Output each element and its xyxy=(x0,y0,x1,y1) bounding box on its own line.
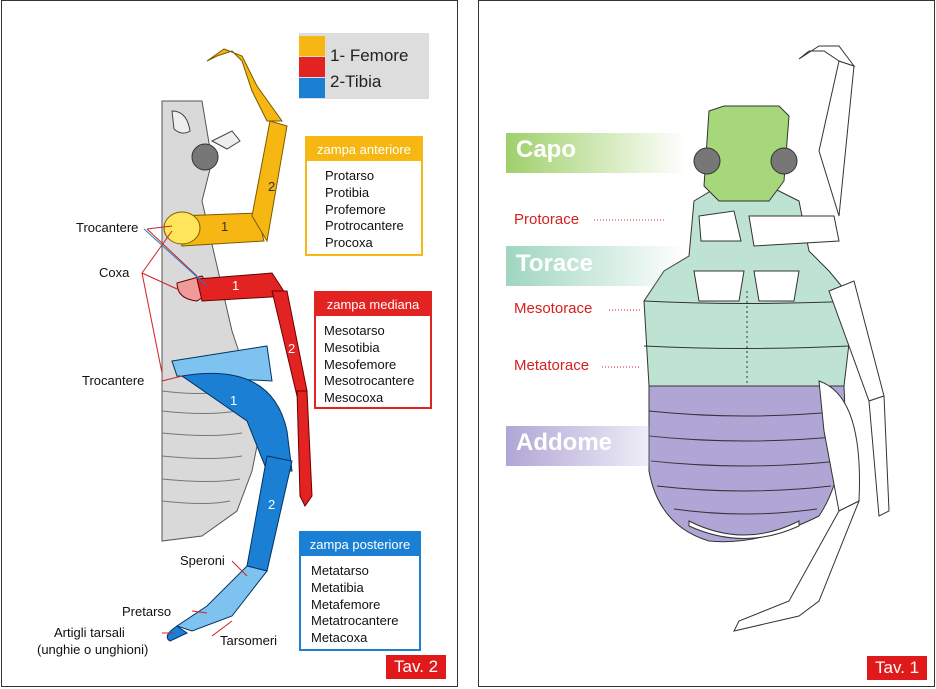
list-item: Profemore xyxy=(325,201,386,217)
hind-femur-number: 1 xyxy=(230,393,238,408)
list-item: Protarso xyxy=(325,168,375,183)
hind-tarsus xyxy=(733,499,860,632)
list-item: Mesotarso xyxy=(324,323,385,338)
abdomen-tip xyxy=(688,520,800,539)
legend-swatch-yellow xyxy=(299,36,325,56)
region-torace: Torace xyxy=(516,250,593,277)
hind-claw xyxy=(166,625,188,642)
front-tibia-right xyxy=(818,60,855,217)
list-item: Mesofemore xyxy=(324,356,397,372)
antenna xyxy=(210,130,241,150)
capo-band xyxy=(506,133,686,173)
list-item: Mesotibia xyxy=(324,339,380,355)
sublabel-mesotorace: Mesotorace xyxy=(514,300,593,317)
front-leg-left xyxy=(698,210,742,242)
front-leg-right xyxy=(748,215,840,247)
box-median-items: Mesotarso Mesotibia Mesofemore Mesotroca… xyxy=(324,323,428,407)
label-unghie: (unghie o unghioni) xyxy=(37,642,149,657)
list-item: Mesocoxa xyxy=(324,390,384,406)
label-trocantere-front: Trocantere xyxy=(76,220,139,235)
label-artigli: Artigli tarsali xyxy=(54,625,125,640)
list-item: Metacoxa xyxy=(311,630,368,646)
label-trocantere-hind: Trocantere xyxy=(82,373,145,388)
box-median: zampa mediana Mesotarso Mesotibia Mesofe… xyxy=(314,291,432,409)
list-item: Protrocantere xyxy=(325,218,404,234)
thorax-lines xyxy=(643,291,855,386)
panel-tav-2: 1- Femore 2-Tibia zampa anteriore Protar… xyxy=(1,0,458,687)
middle-tarsus xyxy=(296,390,313,507)
leader-lines xyxy=(141,225,248,637)
legend-label-femore: 1- Femore xyxy=(330,46,409,65)
front-femur-number: 1 xyxy=(221,219,229,234)
sublabel-metatorace: Metatorace xyxy=(514,357,590,374)
hind-leg xyxy=(166,345,293,642)
middle-tibia-number: 2 xyxy=(288,341,296,356)
box-anterior-items: Protarso Protibia Profemore Protrocanter… xyxy=(325,168,419,252)
beetle-diagram xyxy=(506,45,890,632)
right-eye xyxy=(770,147,798,175)
front-leg xyxy=(163,48,288,247)
hind-tarsus xyxy=(175,565,268,632)
region-addome: Addome xyxy=(516,429,612,456)
box-posterior-items: Metatarso Metatibia Metafemore Metatroca… xyxy=(311,563,417,647)
middle-femur-number: 1 xyxy=(232,278,240,293)
label-coxa: Coxa xyxy=(99,265,130,280)
front-tarsus-right xyxy=(798,45,856,67)
box-median-title: zampa mediana xyxy=(316,293,430,316)
list-item: Procoxa xyxy=(325,235,373,251)
list-item: Metafemore xyxy=(311,596,381,612)
beetle-legs xyxy=(693,45,890,632)
region-leaders xyxy=(594,219,664,368)
list-item: Metatibia xyxy=(311,579,364,595)
leg-diagram xyxy=(141,48,313,642)
box-anterior-title: zampa anteriore xyxy=(307,138,421,161)
legend-swatch-red xyxy=(299,57,325,77)
label-speroni: Speroni xyxy=(180,553,225,568)
left-eye xyxy=(693,147,721,175)
legend-label-tibia: 2-Tibia xyxy=(330,72,382,91)
hind-tibia xyxy=(246,455,293,572)
region-capo: Capo xyxy=(516,136,576,163)
head xyxy=(703,105,790,202)
mid-tarsus xyxy=(868,395,890,517)
list-item: Protibia xyxy=(325,184,370,200)
hind-tibia-number: 2 xyxy=(268,497,276,512)
box-posterior: zampa posteriore Metatarso Metatibia Met… xyxy=(299,531,421,651)
sublabel-protorace: Protorace xyxy=(514,211,580,228)
eye xyxy=(191,143,219,171)
torace-band xyxy=(506,246,686,286)
list-item: Mesotrocantere xyxy=(324,373,415,389)
list-item: Metatrocantere xyxy=(311,613,399,629)
front-tibia xyxy=(251,120,288,243)
legend-swatch-blue xyxy=(299,78,325,98)
addome-band xyxy=(506,426,686,466)
mandible xyxy=(171,110,191,134)
box-posterior-title: zampa posteriore xyxy=(301,533,419,556)
label-tarsomeri: Tarsomeri xyxy=(220,633,278,648)
middle-coxae-r xyxy=(753,270,800,302)
panel-tav-1: Capo Protorace Torace Mesotorace Metator… xyxy=(478,0,935,687)
hind-coxa xyxy=(171,345,273,382)
front-tibia-number: 2 xyxy=(268,179,276,194)
middle-leg xyxy=(176,272,313,507)
list-item: Metatarso xyxy=(311,563,369,578)
label-pretarso: Pretarso xyxy=(122,604,172,619)
front-tarsus xyxy=(206,48,283,122)
front-coxa xyxy=(163,211,201,245)
middle-coxae xyxy=(693,270,745,302)
plate-number-right: Tav. 1 xyxy=(867,656,928,680)
plate-number-left: Tav. 2 xyxy=(386,655,447,679)
box-anterior: zampa anteriore Protarso Protibia Profem… xyxy=(305,136,423,256)
